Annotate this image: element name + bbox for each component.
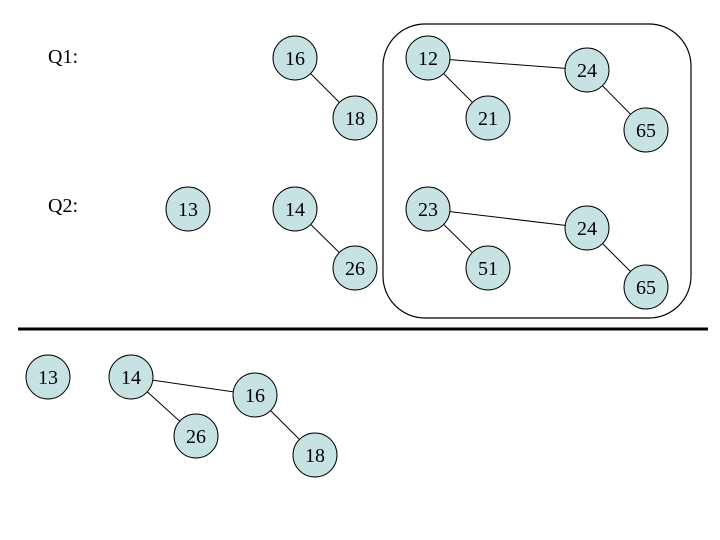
node-q2-26: 26	[332, 245, 378, 291]
node-value: 26	[186, 426, 206, 448]
node-circle	[332, 245, 378, 291]
edge-q2-23-q2-24	[427, 208, 588, 229]
node-circle	[272, 186, 318, 232]
node-value: 51	[478, 258, 498, 280]
node-circle	[292, 432, 338, 478]
edge-q1-12-q1-24	[427, 57, 588, 71]
node-circle	[332, 95, 378, 141]
node-q1-16: 16	[272, 35, 318, 81]
node-r-26: 26	[173, 413, 219, 459]
node-value: 65	[636, 120, 656, 142]
q2-label: Q2:	[48, 195, 78, 217]
node-circle	[623, 264, 669, 310]
node-q2-23: 23	[405, 186, 451, 232]
node-q2-14: 14	[272, 186, 318, 232]
node-q2-24: 24	[564, 205, 610, 251]
node-circle	[465, 95, 511, 141]
node-circle	[564, 205, 610, 251]
edges-layer	[130, 57, 647, 456]
node-q1-21: 21	[465, 95, 511, 141]
node-q1-24: 24	[564, 47, 610, 93]
node-circle	[25, 354, 71, 400]
node-circle	[405, 35, 451, 81]
nodes-layer: 16 18 12 21 24 65 13 14 26 23 51 24 65 13 14 26 16 18	[25, 35, 669, 478]
node-q1-18: 18	[332, 95, 378, 141]
node-q2-13: 13	[165, 186, 211, 232]
node-r-16: 16	[232, 372, 278, 418]
node-value: 65	[636, 277, 656, 299]
node-r-13: 13	[25, 354, 71, 400]
node-value: 13	[38, 367, 58, 389]
node-value: 13	[178, 199, 198, 221]
node-q2-65: 65	[623, 264, 669, 310]
node-value: 18	[345, 108, 365, 130]
node-value: 14	[121, 367, 141, 389]
highlight-box	[382, 23, 692, 319]
node-value: 18	[305, 445, 325, 467]
q1-label: Q1:	[48, 46, 78, 68]
node-value: 14	[285, 199, 305, 221]
node-circle	[564, 47, 610, 93]
node-circle	[165, 186, 211, 232]
node-value: 24	[577, 218, 597, 240]
node-value: 12	[418, 48, 438, 70]
node-value: 23	[418, 199, 438, 221]
node-q2-51: 51	[465, 245, 511, 291]
node-q1-65: 65	[623, 107, 669, 153]
node-value: 16	[245, 385, 265, 407]
node-r-18: 18	[292, 432, 338, 478]
node-circle	[405, 186, 451, 232]
node-value: 26	[345, 258, 365, 280]
node-value: 24	[577, 60, 597, 82]
node-circle	[108, 354, 154, 400]
node-circle	[173, 413, 219, 459]
node-circle	[465, 245, 511, 291]
node-q1-12: 12	[405, 35, 451, 81]
node-circle	[232, 372, 278, 418]
node-circle	[272, 35, 318, 81]
node-value: 21	[478, 108, 498, 130]
node-circle	[623, 107, 669, 153]
node-r-14: 14	[108, 354, 154, 400]
node-value: 16	[285, 48, 305, 70]
